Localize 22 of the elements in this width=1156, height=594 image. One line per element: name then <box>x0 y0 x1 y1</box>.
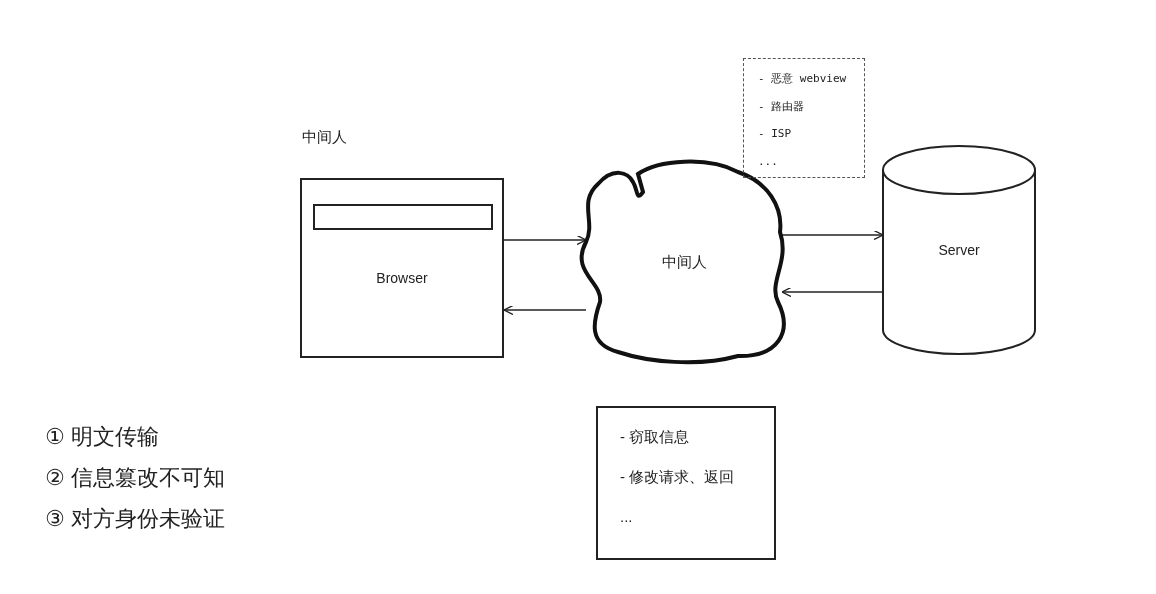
arrow <box>781 229 884 241</box>
note-text: ② 信息篡改不可知 <box>45 464 225 492</box>
arrow <box>503 304 587 316</box>
list-item: ... <box>620 508 633 525</box>
address-bar <box>313 204 493 230</box>
list-item: - 修改请求、返回 <box>620 468 735 487</box>
node-label: 中间人 <box>661 252 707 272</box>
note-text: ① 明文传输 <box>45 423 159 451</box>
arrow <box>781 286 884 298</box>
list-item: - ISP <box>758 127 792 140</box>
list-item: ... <box>758 155 778 168</box>
note-box <box>743 58 865 178</box>
arrow <box>503 234 587 246</box>
heading: 中间人 <box>302 128 347 147</box>
list-item: - 恶意 webview <box>758 71 847 86</box>
node-label: Server <box>938 242 980 258</box>
list-item: - 窃取信息 <box>620 428 690 447</box>
note-text: ③ 对方身份未验证 <box>45 505 225 533</box>
list-item: - 路由器 <box>758 99 805 114</box>
database-cylinder <box>883 146 1035 354</box>
node-label: Browser <box>376 270 428 286</box>
process-box <box>596 406 776 560</box>
